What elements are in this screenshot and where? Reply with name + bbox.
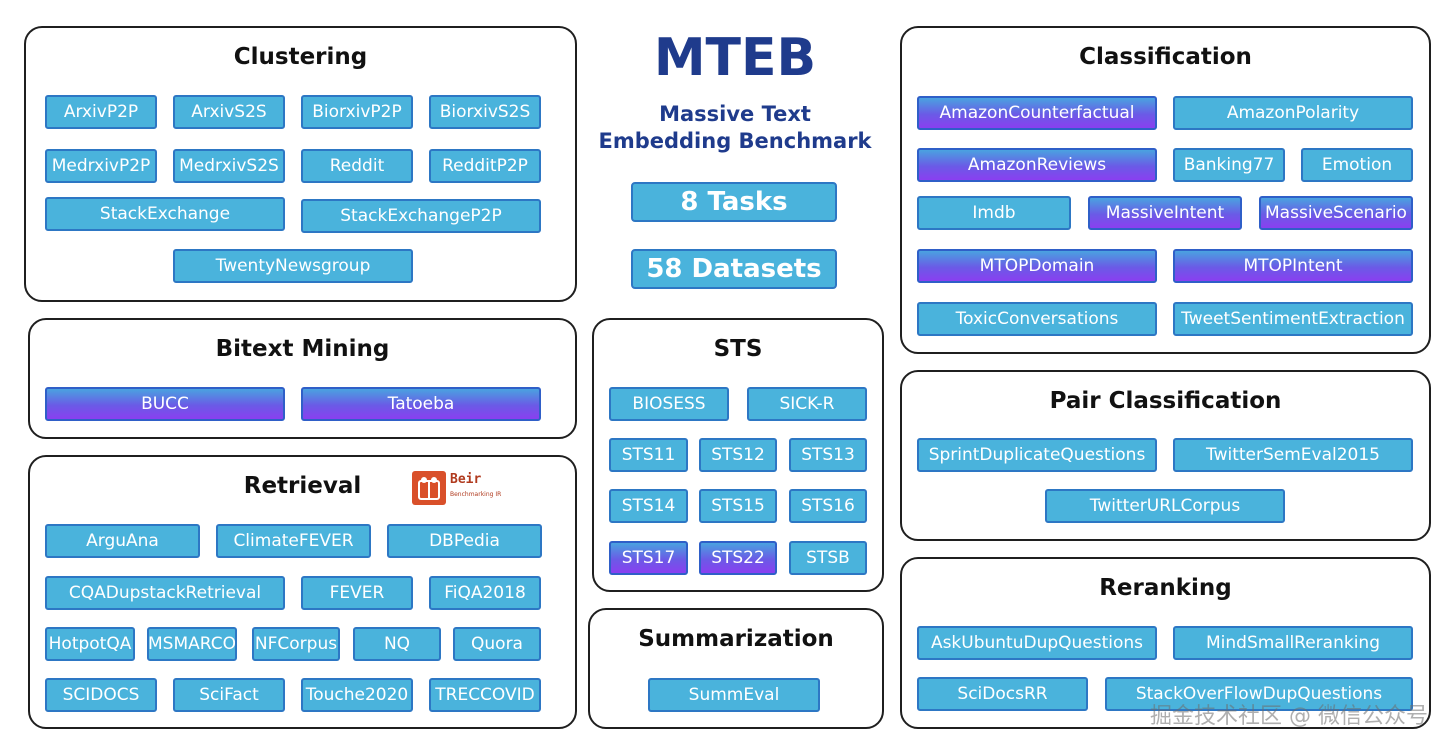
dataset-chip: MassiveIntent: [1088, 196, 1242, 230]
dataset-chip: SprintDuplicateQuestions: [917, 438, 1157, 472]
dataset-chip: RedditP2P: [429, 149, 541, 183]
classification-panel: Classification: [900, 26, 1431, 354]
dataset-chip: AmazonPolarity: [1173, 96, 1413, 130]
dataset-chip: STS14: [609, 489, 688, 523]
dataset-chip: AmazonCounterfactual: [917, 96, 1157, 130]
beir-logo: Beir Benchmarking IR: [412, 471, 502, 507]
beir-logo-text: Beir: [450, 472, 482, 487]
dataset-chip: FiQA2018: [429, 576, 541, 610]
dataset-chip: DBPedia: [387, 524, 542, 558]
dataset-chip: Tatoeba: [301, 387, 541, 421]
dataset-chip: HotpotQA: [45, 627, 135, 661]
dataset-chip: Banking77: [1173, 148, 1285, 182]
clustering-title: Clustering: [233, 44, 368, 70]
dataset-chip: STS15: [699, 489, 777, 523]
beir-logo-icon: [412, 471, 446, 505]
reranking-title: Reranking: [1099, 575, 1232, 601]
dataset-chip: Reddit: [301, 149, 413, 183]
pair-classification-title: Pair Classification: [1049, 388, 1282, 414]
dataset-chip: MedrxivP2P: [45, 149, 157, 183]
dataset-chip: ToxicConversations: [917, 302, 1157, 336]
dataset-chip: TweetSentimentExtraction: [1173, 302, 1413, 336]
bitext-mining-title: Bitext Mining: [215, 336, 390, 362]
dataset-chip: BiorxivS2S: [429, 95, 541, 129]
dataset-chip: SciFact: [173, 678, 285, 712]
dataset-chip: Imdb: [917, 196, 1071, 230]
dataset-chip: AskUbuntuDupQuestions: [917, 626, 1157, 660]
dataset-chip: SCIDOCS: [45, 678, 157, 712]
dataset-chip: STS12: [699, 438, 777, 472]
dataset-chip: MTOPIntent: [1173, 249, 1413, 283]
mteb-title: MTEB: [653, 28, 817, 88]
dataset-chip: MTOPDomain: [917, 249, 1157, 283]
dataset-chip: StackOverFlowDupQuestions: [1105, 677, 1413, 711]
dataset-chip: SummEval: [648, 678, 820, 712]
datasets-count-badge: 58 Datasets: [631, 249, 837, 289]
dataset-chip: TRECCOVID: [429, 678, 541, 712]
dataset-chip: SICK-R: [747, 387, 867, 421]
dataset-chip: STS17: [609, 541, 688, 575]
dataset-chip: StackExchangeP2P: [301, 199, 541, 233]
dataset-chip: STSB: [789, 541, 867, 575]
dataset-chip: NQ: [353, 627, 441, 661]
dataset-chip: STS16: [789, 489, 867, 523]
dataset-chip: Quora: [453, 627, 541, 661]
dataset-chip: AmazonReviews: [917, 148, 1157, 182]
dataset-chip: StackExchange: [45, 197, 285, 231]
dataset-chip: STS13: [789, 438, 867, 472]
summarization-title: Summarization: [638, 626, 834, 652]
dataset-chip: BIOSESS: [609, 387, 729, 421]
dataset-chip: STS11: [609, 438, 688, 472]
dataset-chip: ArxivS2S: [173, 95, 285, 129]
dataset-chip: BiorxivP2P: [301, 95, 413, 129]
dataset-chip: ArxivP2P: [45, 95, 157, 129]
dataset-chip: ArguAna: [45, 524, 200, 558]
dataset-chip: MassiveScenario: [1259, 196, 1413, 230]
dataset-chip: NFCorpus: [252, 627, 340, 661]
dataset-chip: BUCC: [45, 387, 285, 421]
dataset-chip: TwitterSemEval2015: [1173, 438, 1413, 472]
dataset-chip: Emotion: [1301, 148, 1413, 182]
classification-title: Classification: [1079, 44, 1252, 70]
beir-logo-subtext: Benchmarking IR: [450, 491, 502, 498]
tasks-count-badge: 8 Tasks: [631, 182, 837, 222]
dataset-chip: Touche2020: [301, 678, 413, 712]
subtitle-line-2: Embedding Benchmark: [598, 129, 872, 153]
retrieval-title: Retrieval: [243, 473, 362, 499]
dataset-chip: MedrxivS2S: [173, 149, 285, 183]
watermark: 掘金技术社区 @ 微信公众号: [1150, 704, 1428, 729]
dataset-chip: MSMARCO: [147, 627, 237, 661]
dataset-chip: STS22: [699, 541, 777, 575]
dataset-chip: ClimateFEVER: [216, 524, 371, 558]
subtitle-line-1: Massive Text: [659, 102, 811, 126]
dataset-chip: SciDocsRR: [917, 677, 1088, 711]
dataset-chip: CQADupstackRetrieval: [45, 576, 285, 610]
dataset-chip: TwitterURLCorpus: [1045, 489, 1285, 523]
dataset-chip: TwentyNewsgroup: [173, 249, 413, 283]
dataset-chip: MindSmallReranking: [1173, 626, 1413, 660]
dataset-chip: FEVER: [301, 576, 413, 610]
sts-title: STS: [713, 336, 763, 362]
